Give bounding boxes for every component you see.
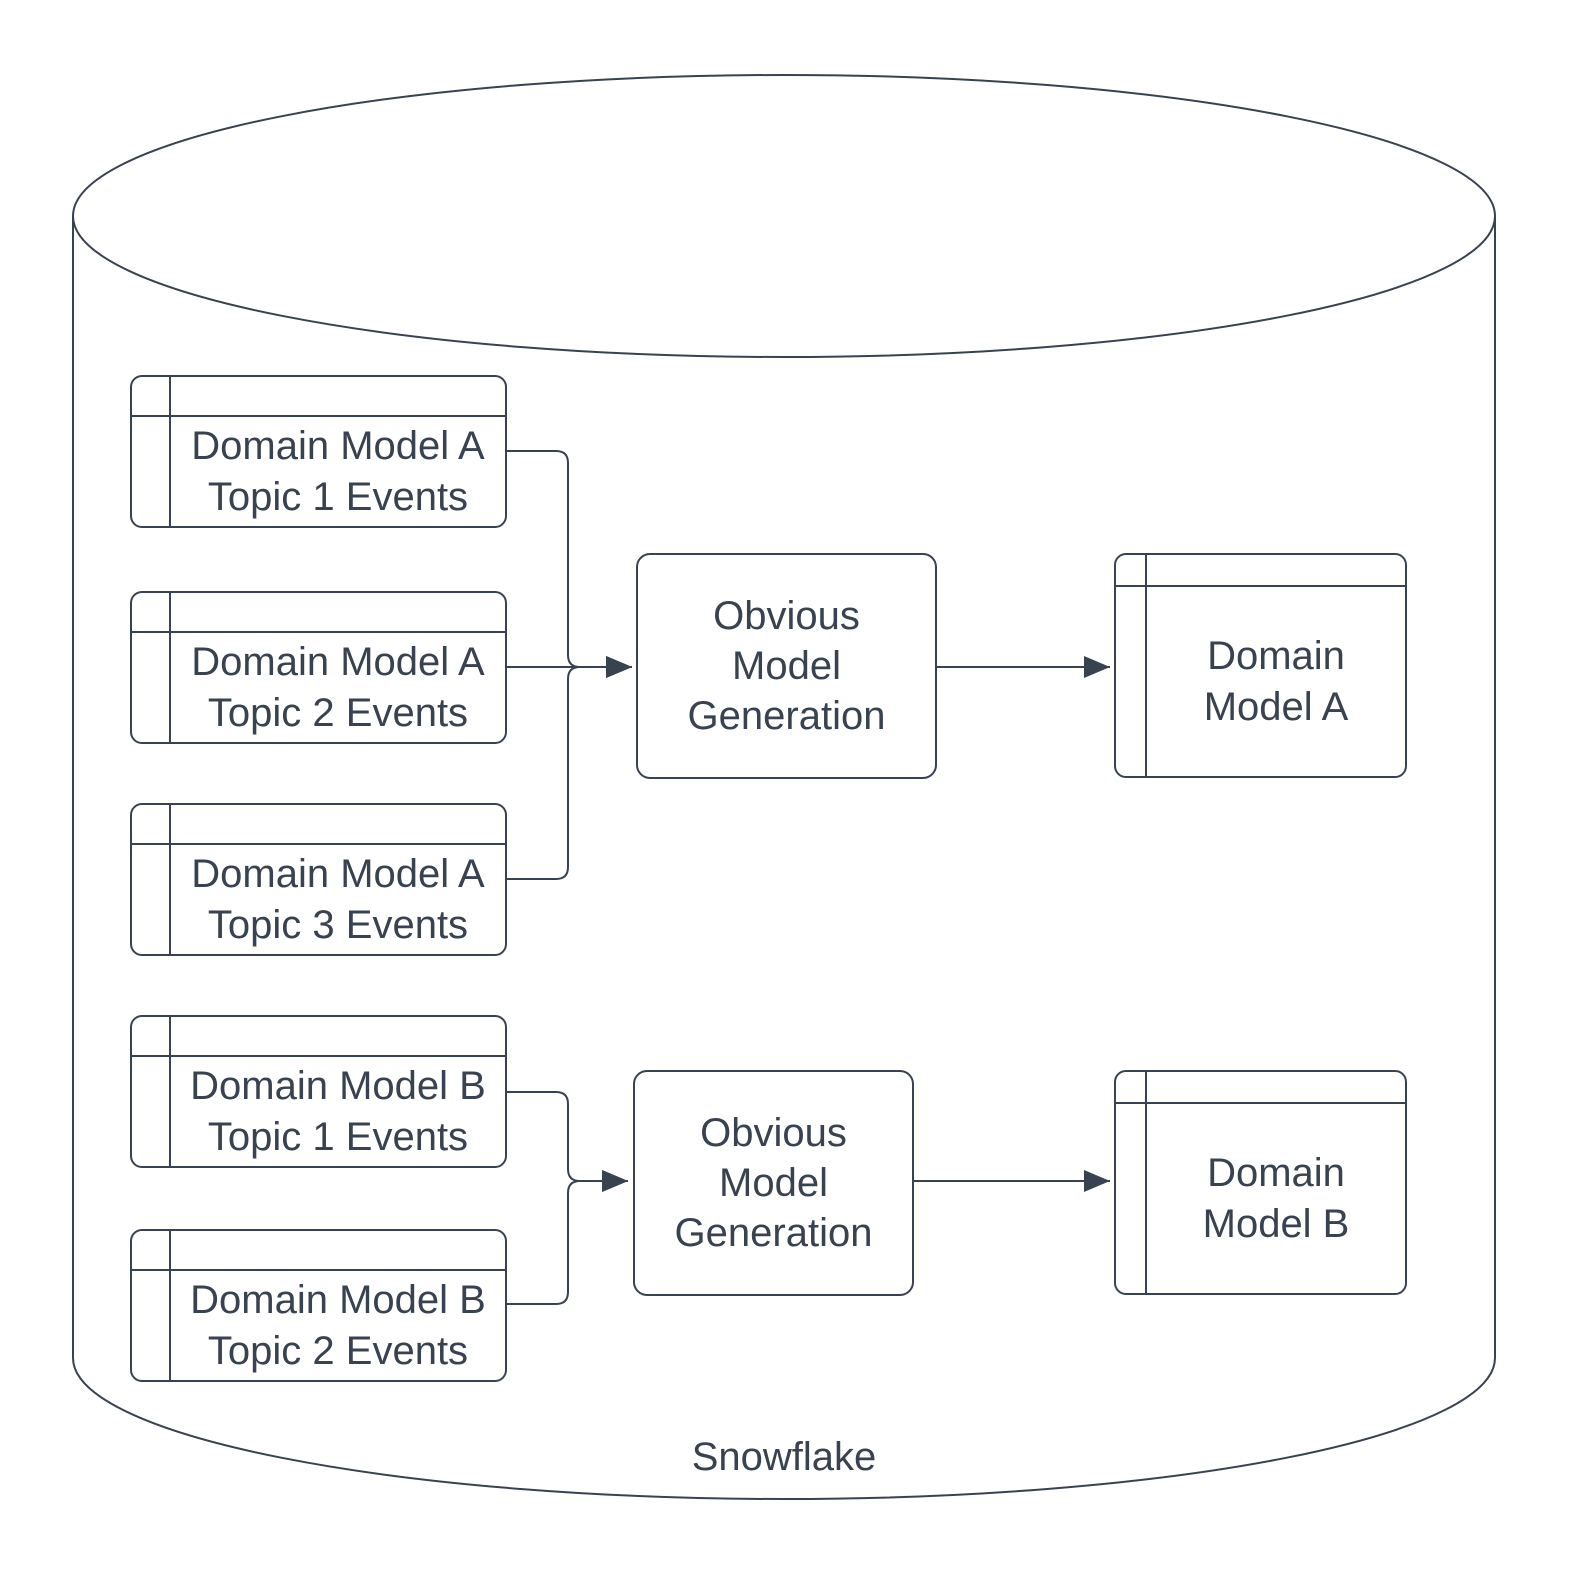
table-left-column (1116, 1072, 1147, 1293)
table-left-column (132, 377, 171, 526)
edge-a-topic3-to-generation (507, 656, 632, 880)
table-left-column (132, 805, 171, 954)
table-header-row (132, 1017, 505, 1057)
edge-b-topic2-to-generation (507, 1170, 628, 1305)
process-obvious-model-generation-a: Obvious Model Generation (636, 553, 937, 779)
table-domain-model-b: Domain Model B (1114, 1070, 1407, 1295)
table-header-row (132, 805, 505, 845)
table-label: Domain Model A (1203, 633, 1349, 729)
cylinder-label: Snowflake (691, 1434, 877, 1479)
table-domain-model-a-topic-2-events: Domain Model A Topic 2 Events (130, 591, 507, 744)
table-domain-model-a: Domain Model A (1114, 553, 1407, 778)
table-header-row (132, 377, 505, 417)
table-left-column (1116, 555, 1147, 776)
table-domain-model-a-topic-1-events: Domain Model A Topic 1 Events (130, 375, 507, 528)
table-left-column (132, 593, 171, 742)
snowflake-cylinder-top (72, 74, 1496, 358)
edge-b-topic1-to-generation (507, 1091, 628, 1192)
table-label: Domain Model B Topic 2 Events (190, 1277, 486, 1373)
table-label: Domain Model A Topic 1 Events (191, 423, 485, 519)
table-header-row (132, 593, 505, 633)
table-header-row (1116, 555, 1405, 587)
table-header-row (132, 1231, 505, 1271)
table-domain-model-b-topic-2-events: Domain Model B Topic 2 Events (130, 1229, 507, 1382)
table-left-column (132, 1017, 171, 1166)
process-obvious-model-generation-b: Obvious Model Generation (633, 1070, 914, 1296)
table-label: Domain Model B Topic 1 Events (190, 1063, 486, 1159)
table-left-column (132, 1231, 171, 1380)
table-label: Domain Model A Topic 2 Events (191, 639, 485, 735)
table-label: Domain Model B (1202, 1150, 1350, 1246)
table-domain-model-b-topic-1-events: Domain Model B Topic 1 Events (130, 1015, 507, 1168)
table-header-row (1116, 1072, 1405, 1104)
table-label: Domain Model A Topic 3 Events (191, 851, 485, 947)
table-domain-model-a-topic-3-events: Domain Model A Topic 3 Events (130, 803, 507, 956)
